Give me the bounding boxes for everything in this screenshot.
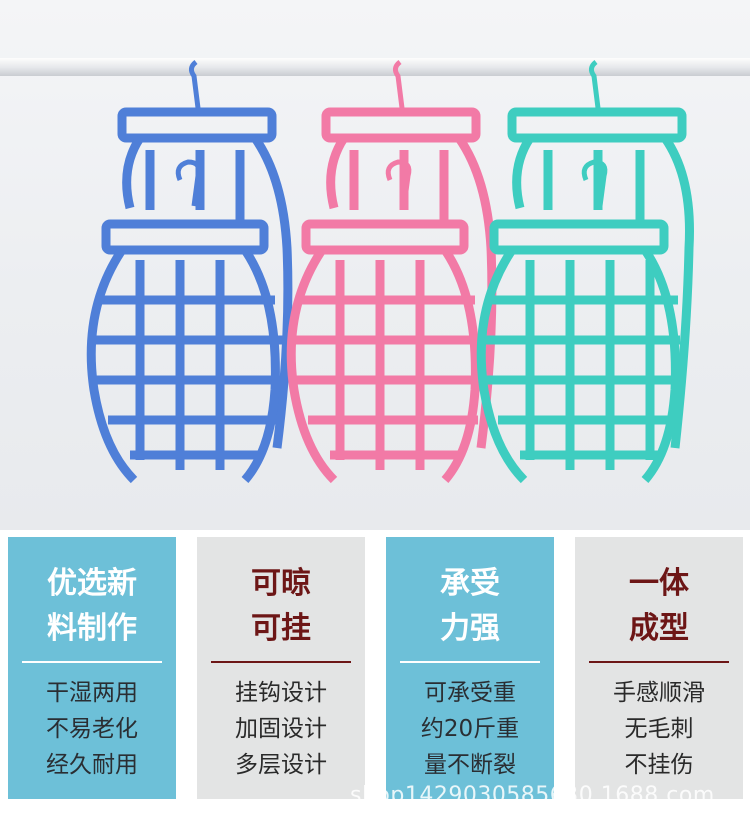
- blue-hanger: [86, 60, 293, 484]
- feature-card-one-piece: 一体 成型 手感顺滑 无毛刺 不挂伤: [575, 537, 743, 799]
- feature-card-material: 优选新 料制作 干湿两用 不易老化 经久耐用: [8, 537, 176, 799]
- feature-title: 承受 力强: [440, 566, 500, 646]
- feature-card-hanging: 可晾 可挂 挂钩设计 加固设计 多层设计: [197, 537, 365, 799]
- feature-title: 可晾 可挂: [251, 566, 311, 646]
- product-photo: [0, 0, 750, 530]
- feature-title: 优选新 料制作: [47, 566, 137, 646]
- divider: [400, 661, 540, 663]
- feature-line: 无毛刺: [624, 716, 694, 742]
- hangers-illustration: [0, 58, 750, 484]
- feature-line: 挂钩设计: [235, 680, 327, 706]
- clothes-rail: [0, 58, 750, 76]
- feature-line: 手感顺滑: [613, 680, 705, 706]
- feature-description: 挂钩设计 加固设计 多层设计: [206, 675, 356, 783]
- feature-title: 一体 成型: [629, 566, 689, 646]
- watermark: shop1429030585630.1688.com: [350, 783, 715, 808]
- feature-line: 不挂伤: [624, 752, 694, 778]
- feature-description: 手感顺滑 无毛刺 不挂伤: [584, 675, 734, 783]
- pink-hanger: [286, 60, 497, 484]
- feature-line: 加固设计: [235, 716, 327, 742]
- feature-line: 不易老化: [46, 716, 138, 742]
- feature-cards: 优选新 料制作 干湿两用 不易老化 经久耐用 可晾 可挂 挂钩设计 加固设计 多…: [0, 537, 750, 799]
- feature-card-strength: 承受 力强 可承受重 约20斤重 量不断裂: [386, 537, 554, 799]
- feature-line: 经久耐用: [46, 752, 138, 778]
- feature-description: 可承受重 约20斤重 量不断裂: [395, 675, 545, 783]
- feature-line: 多层设计: [235, 752, 327, 778]
- teal-hanger: [476, 60, 694, 484]
- divider: [211, 661, 351, 663]
- feature-line: 量不断裂: [424, 752, 516, 778]
- divider: [22, 661, 162, 663]
- feature-line: 干湿两用: [46, 680, 138, 706]
- feature-description: 干湿两用 不易老化 经久耐用: [17, 675, 167, 783]
- feature-line: 约20斤重: [420, 716, 520, 742]
- feature-line: 可承受重: [424, 680, 516, 706]
- divider: [589, 661, 729, 663]
